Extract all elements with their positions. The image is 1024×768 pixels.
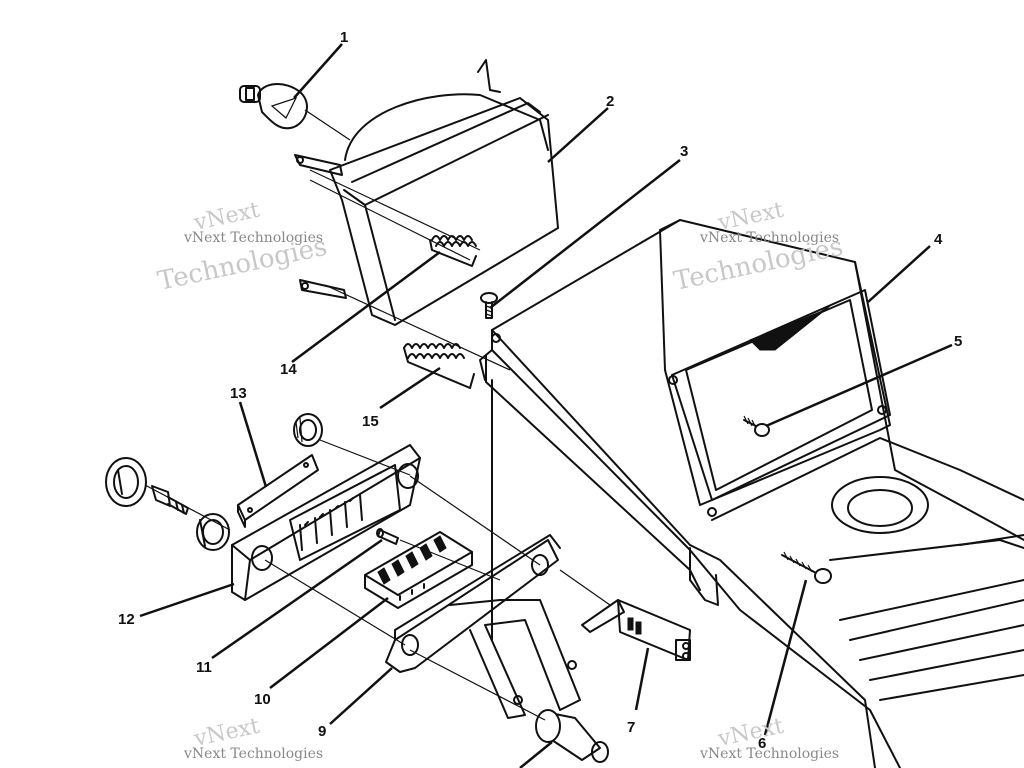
watermark-company: vNext Technologies xyxy=(699,230,839,246)
callout-5: 5 xyxy=(954,333,962,350)
callout-12: 12 xyxy=(118,611,135,628)
part-4-console-pod xyxy=(479,219,1024,768)
callout-6: 6 xyxy=(758,735,766,752)
watermark-company: vNext Technologies xyxy=(699,746,839,762)
callout-13: 13 xyxy=(230,385,247,402)
callout-4: 4 xyxy=(934,231,943,248)
watermark-company: vNext Technologies xyxy=(183,746,323,762)
callout-11: 11 xyxy=(196,659,212,676)
watermark: vNext vNext Technologies Technologies vN… xyxy=(155,198,846,762)
part-9-bracket xyxy=(385,534,581,719)
callout-1: 1 xyxy=(340,29,348,46)
part-5-screw xyxy=(743,415,770,437)
callout-9: 9 xyxy=(318,723,326,740)
key-nut xyxy=(196,513,230,551)
part-12-panel xyxy=(231,444,421,601)
watermark-company: vNext Technologies xyxy=(183,230,323,246)
callout-15: 15 xyxy=(362,413,379,430)
callout-labels: 1 2 3 4 5 6 7 9 10 11 12 13 14 15 xyxy=(118,29,962,752)
ring-nut xyxy=(293,413,323,447)
callout-10: 10 xyxy=(254,691,271,708)
part-15-spring xyxy=(403,343,475,389)
part-13-plate xyxy=(237,454,319,528)
part-lamp-socket xyxy=(535,709,609,763)
part-7-switch xyxy=(581,599,691,661)
callout-2: 2 xyxy=(606,93,614,110)
callout-3: 3 xyxy=(680,143,688,160)
part-3-screw xyxy=(480,292,498,319)
part-11-pin xyxy=(376,528,399,545)
assembly-guide-lines xyxy=(144,109,611,721)
part-6-screw xyxy=(781,551,832,584)
part-1-bulb xyxy=(239,83,308,130)
callout-14: 14 xyxy=(280,361,297,378)
callout-7: 7 xyxy=(627,719,635,736)
part-10-connector xyxy=(364,531,473,609)
callout-leaders xyxy=(139,43,953,768)
